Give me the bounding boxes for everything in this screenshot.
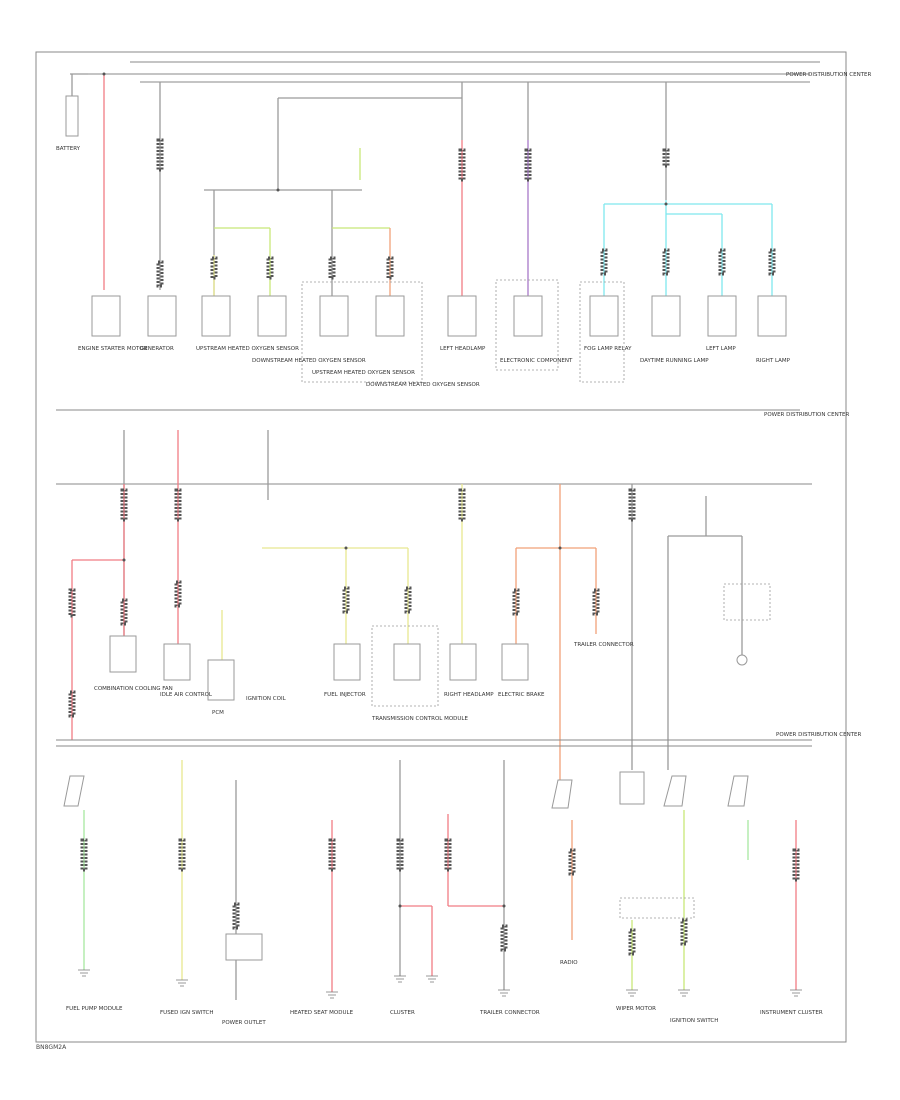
diagram-frame [35, 51, 847, 1043]
top-label-9: DAYTIME RUNNING LAMP [640, 358, 709, 364]
bottom-label-1: FUSED IGN SWITCH [160, 1010, 213, 1016]
fog-lamp-relay [589, 295, 619, 337]
top-label-1: GENERATOR [140, 346, 174, 352]
top-label-3: DOWNSTREAM HEATED OXYGEN SENSOR [252, 358, 366, 364]
battery [65, 95, 79, 137]
mid-label-1: IDLE AIR CONTROL [160, 692, 213, 698]
radio-relay [619, 771, 645, 805]
o2-sensor-4 [375, 295, 405, 337]
middle-row-labels: COMBINATION COOLING FAN IDLE AIR CONTROL… [94, 642, 634, 722]
mid-label-6: RIGHT HEADLAMP [444, 692, 494, 698]
mid-label-4: FUEL INJECTOR [324, 692, 366, 698]
wiper-relay [663, 775, 687, 807]
indicator-lamp [736, 654, 748, 666]
bottom-label-5: TRAILER CONNECTOR [479, 1010, 540, 1016]
top-label-0: ENGINE STARTER MOTOR [78, 346, 148, 352]
drl-module [651, 295, 681, 337]
idle-air-control [163, 643, 191, 681]
fuel-injector [393, 643, 421, 681]
bottom-label-4: CLUSTER [390, 1010, 415, 1016]
cooling-fan-module [109, 635, 137, 673]
bottom-label-0: FUEL PUMP MODULE [66, 1006, 123, 1012]
bottom-label-9: INSTRUMENT CLUSTER [760, 1010, 823, 1016]
o2-sensor-2 [257, 295, 287, 337]
left-headlamp [447, 295, 477, 337]
top-label-8: FOG LAMP RELAY [584, 346, 632, 352]
ignition-relay [727, 775, 749, 807]
left-lamp [707, 295, 737, 337]
mid-label-3: IGNITION COIL [246, 696, 287, 702]
fuel-pump-relay [63, 775, 85, 807]
bottom-label-6: RADIO [560, 960, 578, 966]
mid-label-8: TRAILER CONNECTOR [573, 642, 634, 648]
pcm [207, 659, 235, 701]
top-label-4: UPSTREAM HEATED OXYGEN SENSOR [312, 370, 415, 376]
ignition-coil [333, 643, 361, 681]
trailer-relay [551, 779, 573, 809]
bus-label-mid: POWER DISTRIBUTION CENTER [764, 412, 850, 418]
top-label-11: RIGHT LAMP [756, 358, 791, 364]
mid-label-2: PCM [212, 710, 224, 716]
o2-sensor-1 [201, 295, 231, 337]
top-label-5: DOWNSTREAM HEATED OXYGEN SENSOR [366, 382, 480, 388]
bottom-label-7: WIPER MOTOR [616, 1006, 656, 1012]
bus-label-top: POWER DISTRIBUTION CENTER [786, 72, 872, 78]
top-label-2: UPSTREAM HEATED OXYGEN SENSOR [196, 346, 299, 352]
right-lamp [757, 295, 787, 337]
bottom-label-8: IGNITION SWITCH [670, 1018, 718, 1024]
top-label-6: LEFT HEADLAMP [440, 346, 486, 352]
electronic-component [513, 295, 543, 337]
mid-label-7: ELECTRIC BRAKE [498, 692, 545, 698]
top-label-7: ELECTRONIC COMPONENT [500, 358, 573, 364]
pdc-outline-o2 [301, 281, 423, 383]
junction-dots [102, 72, 668, 908]
page-reference: BN8GM2A [36, 1044, 67, 1051]
bottom-label-2: POWER OUTLET [222, 1020, 266, 1026]
bottom-row-labels: FUEL PUMP MODULE FUSED IGN SWITCH POWER … [66, 960, 823, 1026]
ground-symbols [78, 969, 802, 999]
bottom-label-3: HEATED SEAT MODULE [290, 1010, 354, 1016]
mid-label-5: TRANSMISSION CONTROL MODULE [371, 716, 468, 722]
electric-brake [501, 643, 529, 681]
mid-label-0: COMBINATION COOLING FAN [94, 686, 173, 692]
battery-label: BATTERY [56, 146, 81, 152]
o2-sensor-3 [319, 295, 349, 337]
top-label-10: LEFT LAMP [706, 346, 736, 352]
starter-motor [91, 295, 121, 337]
top-row-labels: ENGINE STARTER MOTOR GENERATOR UPSTREAM … [78, 346, 791, 388]
bus-label-bottom: POWER DISTRIBUTION CENTER [776, 732, 862, 738]
generator [147, 295, 177, 337]
right-headlamp [449, 643, 477, 681]
power-outlet-box [225, 933, 263, 961]
